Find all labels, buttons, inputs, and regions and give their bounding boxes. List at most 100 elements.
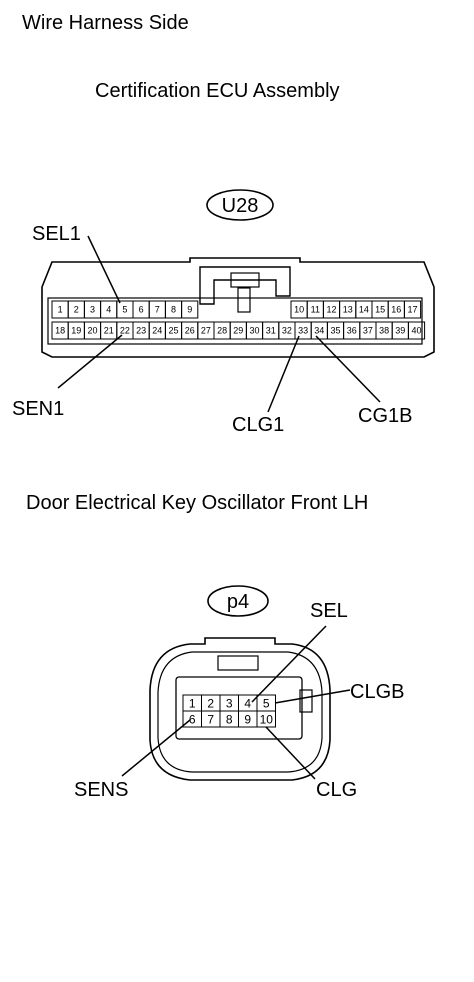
pin-number: 8 bbox=[226, 712, 233, 726]
pin-cell-12: 12 bbox=[322, 300, 341, 319]
pin-number: 33 bbox=[298, 326, 308, 336]
pin-cell-39: 39 bbox=[391, 321, 409, 340]
key-slot bbox=[299, 689, 313, 713]
connector-housing bbox=[41, 257, 435, 358]
label-sel1: SEL1 bbox=[32, 223, 81, 245]
pin-number: 17 bbox=[407, 305, 417, 315]
pin-cell-23: 23 bbox=[132, 321, 150, 340]
pin-number: 25 bbox=[168, 326, 178, 336]
pin-number: 37 bbox=[363, 326, 373, 336]
pin-number: 32 bbox=[282, 326, 292, 336]
pin-cell-37: 37 bbox=[359, 321, 377, 340]
leader-line-sens bbox=[121, 719, 191, 777]
pin-number: 1 bbox=[58, 305, 63, 315]
pin-cell-29: 29 bbox=[229, 321, 247, 340]
pin-cell-8: 8 bbox=[219, 710, 239, 728]
pin-number: 9 bbox=[187, 305, 192, 315]
pin-cell-25: 25 bbox=[164, 321, 183, 340]
pin-number: 4 bbox=[106, 305, 111, 315]
connector-latch bbox=[217, 655, 259, 671]
pin-number: 18 bbox=[55, 326, 65, 336]
connector-code-oval bbox=[207, 585, 269, 617]
connector-title-ecu: Certification ECU Assembly bbox=[95, 80, 340, 102]
pin-number: 20 bbox=[87, 326, 97, 336]
pin-number: 2 bbox=[74, 305, 79, 315]
pin-number: 13 bbox=[343, 305, 353, 315]
pin-number: 14 bbox=[359, 305, 369, 315]
leader-line-sel1 bbox=[87, 235, 121, 304]
leader-line-sel bbox=[251, 625, 327, 703]
pin-number: 40 bbox=[411, 326, 421, 336]
pin-cell-9: 9 bbox=[181, 300, 199, 319]
leader-line-sen1 bbox=[57, 334, 123, 389]
pin-number: 12 bbox=[326, 305, 336, 315]
pin-cell-36: 36 bbox=[343, 321, 361, 340]
latch-tab bbox=[230, 272, 260, 288]
pin-cell-3: 3 bbox=[83, 300, 102, 319]
pin-cell-14: 14 bbox=[355, 300, 373, 319]
pin-cell-18: 18 bbox=[51, 321, 69, 340]
pin-cell-7: 7 bbox=[201, 710, 221, 728]
latch-post bbox=[237, 287, 251, 313]
connector-housing-inner bbox=[157, 651, 323, 773]
pin-cell-38: 38 bbox=[375, 321, 393, 340]
pin-cell-19: 19 bbox=[67, 321, 85, 340]
pin-box bbox=[403, 300, 422, 319]
pin-number: 39 bbox=[395, 326, 405, 336]
pin-cell-1: 1 bbox=[51, 300, 69, 319]
pin-frame bbox=[175, 676, 303, 740]
pin-number: 2 bbox=[207, 696, 214, 710]
pin-cell-6: 6 bbox=[182, 710, 202, 728]
label-clg1: CLG1 bbox=[232, 414, 284, 436]
pin-number: 5 bbox=[122, 305, 127, 315]
pin-cell-40: 40 bbox=[407, 321, 426, 340]
connector-code-p4: p4 bbox=[227, 591, 249, 613]
pin-cell-33: 33 bbox=[294, 321, 312, 340]
pin-number: 30 bbox=[249, 326, 259, 336]
pin-cell-13: 13 bbox=[339, 300, 357, 319]
pin-number: 6 bbox=[189, 712, 196, 726]
pin-number: 31 bbox=[266, 326, 276, 336]
pin-cell-4: 4 bbox=[100, 300, 118, 319]
pin-cell-9: 9 bbox=[238, 710, 258, 728]
pin-number: 7 bbox=[207, 712, 214, 726]
leader-line-cg1b bbox=[315, 335, 381, 403]
pin-box bbox=[407, 321, 426, 340]
pin-number: 4 bbox=[244, 696, 251, 710]
label-clgb: CLGB bbox=[350, 681, 404, 703]
pin-number: 5 bbox=[263, 696, 270, 710]
pin-cell-28: 28 bbox=[213, 321, 231, 340]
pin-cell-5: 5 bbox=[256, 694, 276, 712]
leader-line-clgb bbox=[274, 689, 351, 704]
pin-number: 38 bbox=[379, 326, 389, 336]
connector-latch bbox=[199, 266, 291, 305]
pin-number: 10 bbox=[294, 305, 304, 315]
connector-code-u28: U28 bbox=[222, 195, 259, 217]
pin-cell-16: 16 bbox=[387, 300, 405, 319]
pin-number: 1 bbox=[189, 696, 196, 710]
pin-number: 9 bbox=[244, 712, 251, 726]
pin-number: 6 bbox=[139, 305, 144, 315]
pin-number: 8 bbox=[171, 305, 176, 315]
pin-cell-35: 35 bbox=[326, 321, 345, 340]
pin-number: 36 bbox=[347, 326, 357, 336]
pin-number: 35 bbox=[330, 326, 340, 336]
label-cg1b: CG1B bbox=[358, 405, 412, 427]
pin-cell-6: 6 bbox=[132, 300, 150, 319]
pin-number: 22 bbox=[120, 326, 130, 336]
pin-number: 29 bbox=[233, 326, 243, 336]
pin-number: 34 bbox=[314, 326, 324, 336]
pin-number: 27 bbox=[201, 326, 211, 336]
pin-cell-21: 21 bbox=[100, 321, 118, 340]
pin-number: 21 bbox=[104, 326, 114, 336]
pin-cell-26: 26 bbox=[181, 321, 199, 340]
pin-cell-5: 5 bbox=[116, 300, 134, 319]
pin-cell-11: 11 bbox=[306, 300, 324, 319]
pin-cell-17: 17 bbox=[403, 300, 422, 319]
pin-cell-31: 31 bbox=[262, 321, 280, 340]
